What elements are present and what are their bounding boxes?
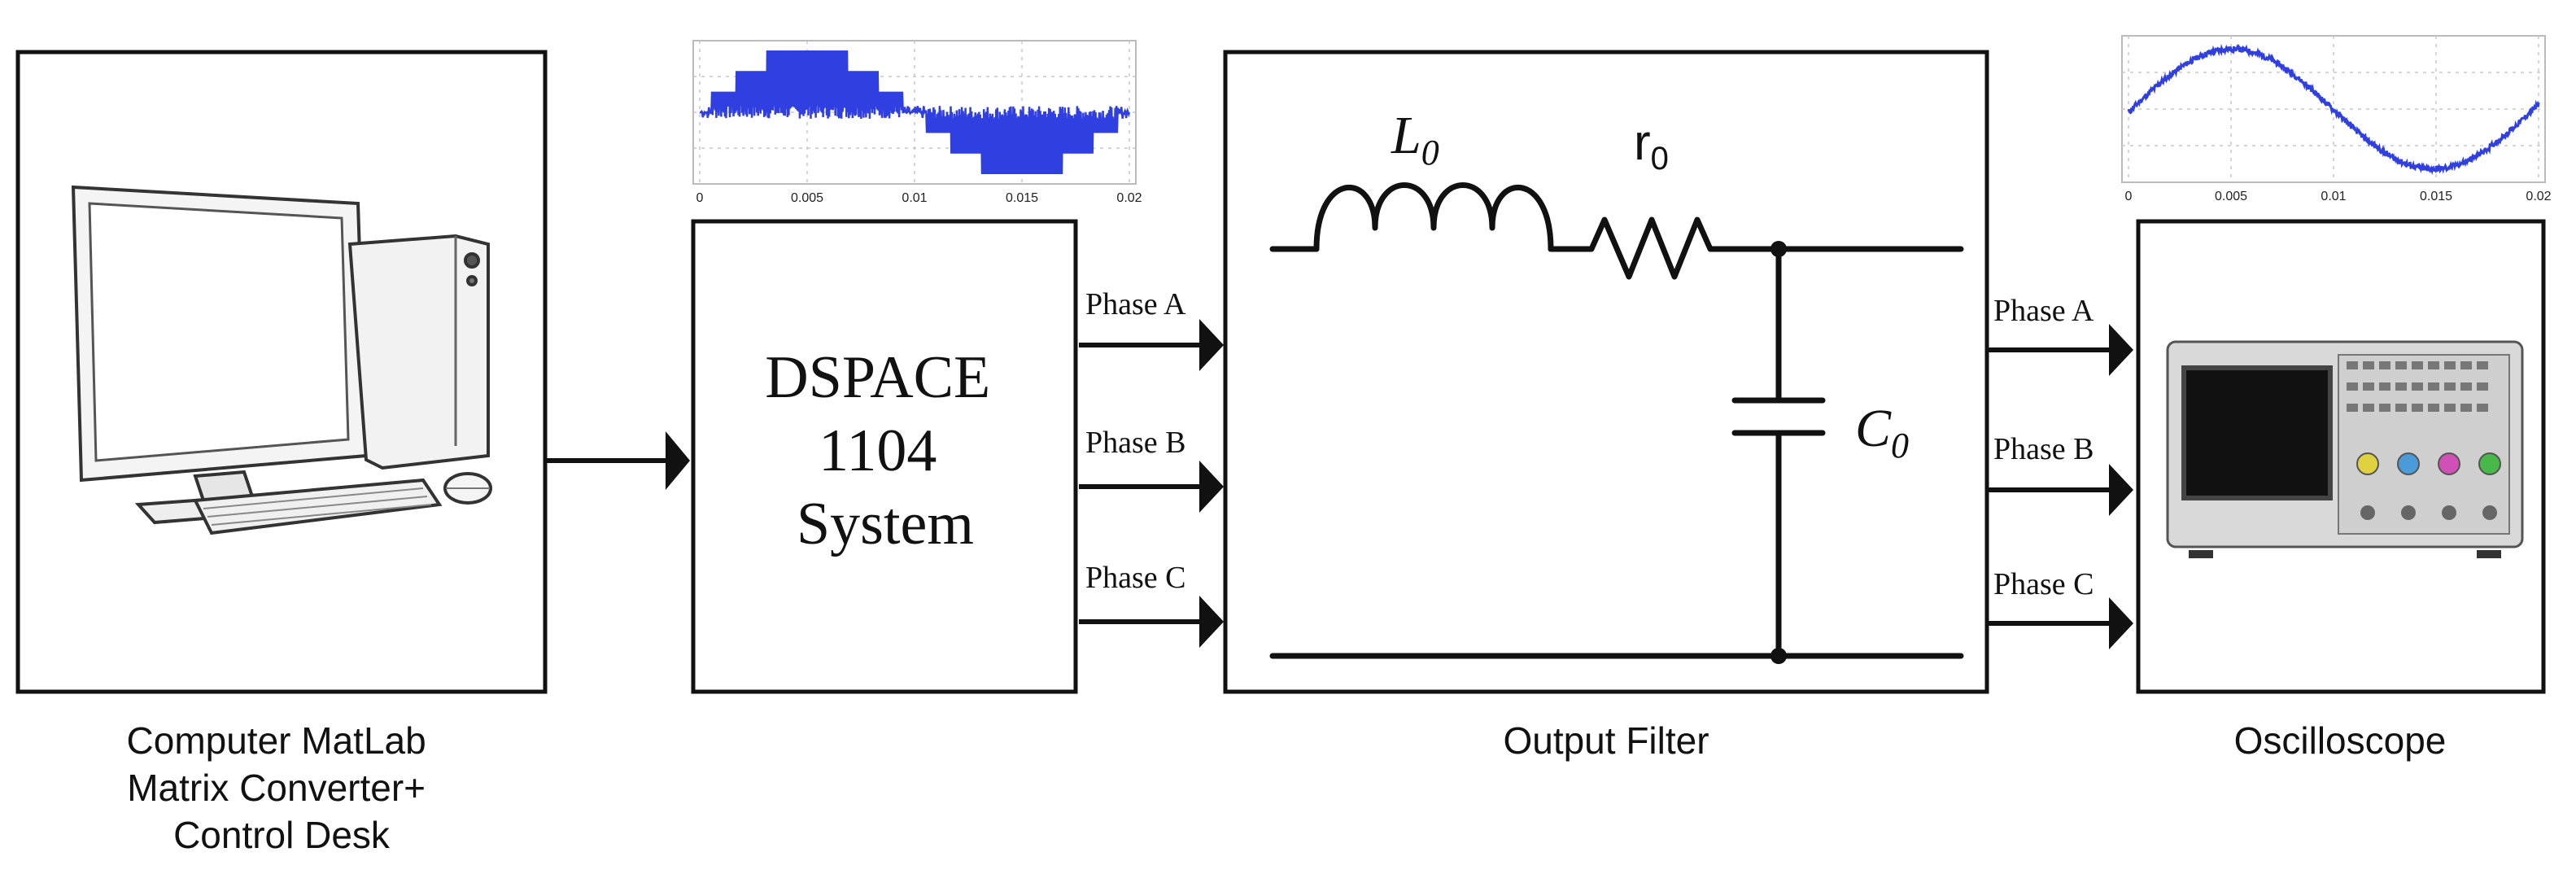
output-filter-caption: Output Filter (1503, 719, 1709, 762)
dspace-block: DSPACE 1104 System (691, 219, 1078, 694)
dspace-title-line-2: 1104 (819, 417, 937, 484)
left-phase-arrows: Phase A Phase B Phase C (1079, 287, 1224, 648)
pwm-x-tick-label: 0.015 (1006, 191, 1038, 205)
oscilloscope-icon (2166, 340, 2524, 558)
pwm-plot: 0 0.005 0.01 0.015 0.02 (692, 40, 1142, 205)
pwm-x-tick-label: 0.01 (902, 191, 927, 205)
left-phase-b-arrowhead (1199, 461, 1224, 513)
dspace-title: DSPACE 1104 System (765, 344, 1005, 557)
computer-to-dspace-arrowhead (666, 431, 690, 490)
pwm-x-tick-label: 0.005 (791, 191, 823, 205)
pwm-x-tick-label: 0.02 (1116, 191, 1142, 205)
capacitor-label: C0 (1855, 399, 1909, 465)
inductor-label: L0 (1391, 106, 1439, 173)
computer-icon (71, 185, 492, 535)
sine-plot-trace (2127, 43, 2540, 176)
output-filter-block: L0 r0 C0 Output Filter (1223, 50, 1989, 762)
right-phase-b-label: Phase B (1993, 432, 2094, 466)
pwm-plot-trace (699, 50, 1131, 175)
inductor-symbol (1313, 182, 1554, 252)
filter-circuit (1269, 182, 1964, 659)
junction-top (1770, 241, 1787, 257)
computer-caption: Computer MatLab Matrix Converter+ Contro… (127, 719, 437, 856)
right-phase-c-arrowhead (2109, 597, 2133, 649)
sine-plot: 0 0.005 0.01 0.015 0.02 (2121, 35, 2552, 203)
left-phase-a-label: Phase A (1085, 287, 1186, 321)
sine-x-tick-label: 0.005 (2215, 190, 2247, 203)
dspace-title-line-1: DSPACE (765, 344, 990, 411)
right-phase-arrows: Phase A Phase B Phase C (1989, 294, 2133, 649)
right-phase-c-label: Phase C (1993, 567, 2094, 601)
sine-plot-grid (2122, 36, 2545, 182)
sine-x-tick-label: 0.02 (2526, 190, 2551, 203)
junction-bottom (1770, 648, 1787, 664)
computer-caption-line-3: Control Desk (173, 814, 391, 856)
pwm-x-tick-label: 0 (696, 191, 704, 205)
right-phase-a-label: Phase A (1993, 294, 2094, 328)
computer-caption-line-2: Matrix Converter+ (127, 767, 426, 809)
oscilloscope-block: Oscilloscope (2136, 219, 2546, 762)
sine-x-tick-label: 0.015 (2420, 190, 2452, 203)
sine-x-tick-label: 0 (2125, 190, 2133, 203)
left-phase-b-label: Phase B (1085, 426, 1186, 460)
left-phase-c-label: Phase C (1085, 561, 1186, 595)
pwm-plot-x-ticks: 0 0.005 0.01 0.015 0.02 (696, 191, 1142, 205)
resistor-label: r0 (1634, 115, 1669, 177)
left-phase-a-arrowhead (1199, 319, 1224, 371)
computer-block: Computer MatLab Matrix Converter+ Contro… (15, 50, 548, 856)
dspace-title-line-3: System (797, 491, 974, 557)
right-phase-b-arrowhead (2109, 464, 2133, 516)
oscilloscope-caption: Oscilloscope (2234, 719, 2447, 762)
sine-plot-x-ticks: 0 0.005 0.01 0.015 0.02 (2125, 190, 2552, 203)
left-phase-c-arrowhead (1199, 596, 1224, 648)
computer-caption-line-1: Computer MatLab (127, 719, 426, 762)
right-phase-a-arrowhead (2109, 324, 2133, 376)
sine-x-tick-label: 0.01 (2321, 190, 2346, 203)
resistor-symbol (1548, 216, 1964, 280)
